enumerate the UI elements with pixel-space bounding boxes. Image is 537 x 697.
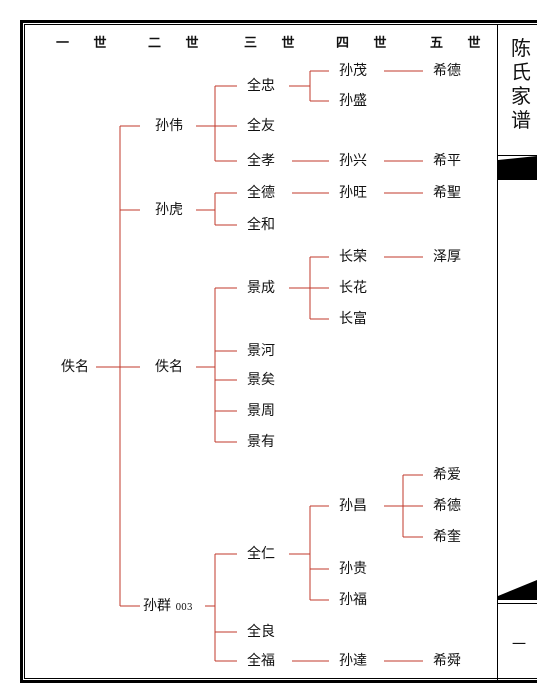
person-node[interactable]: 景周	[247, 403, 275, 419]
person-node[interactable]: 泽厚	[433, 249, 461, 265]
lineage-lines	[96, 70, 537, 662]
person-node[interactable]: 全忠	[247, 78, 275, 94]
person-name: 孙群	[143, 598, 171, 614]
person-node[interactable]: 孙旺	[339, 185, 367, 201]
person-node[interactable]: 孙盛	[339, 93, 367, 109]
generation-header-5: 五 世	[430, 36, 491, 51]
person-node[interactable]: 希爱	[433, 467, 461, 483]
person-node[interactable]: 景河	[247, 343, 275, 359]
person-node[interactable]: 孙達	[339, 653, 367, 669]
upper-black-wedge	[498, 156, 537, 180]
person-node[interactable]: 孙兴	[339, 153, 367, 169]
person-node[interactable]: 孙群 003	[143, 598, 193, 616]
person-node[interactable]: 希德	[433, 63, 461, 79]
person-node[interactable]: 长荣	[339, 249, 367, 265]
person-node[interactable]: 希奎	[433, 529, 461, 545]
generation-header-4: 四 世	[336, 36, 397, 51]
page-mark: 一	[512, 637, 526, 653]
person-node[interactable]: 全友	[247, 118, 275, 134]
person-node[interactable]: 长花	[339, 280, 367, 296]
person-node[interactable]: 佚名	[155, 359, 183, 375]
person-number: 003	[175, 603, 193, 613]
generation-header-2: 二 世	[148, 36, 209, 51]
genealogy-page: 一 世 二 世 三 世 四 世 五 世 佚名 孙伟 孙虎 佚名 孙群 003 全…	[20, 20, 537, 686]
person-node[interactable]: 希平	[433, 153, 461, 169]
title-separator	[497, 24, 498, 680]
person-node[interactable]: 孙贵	[339, 561, 367, 577]
lower-black-wedge	[498, 580, 537, 600]
person-node[interactable]: 全仁	[247, 546, 275, 562]
person-node[interactable]: 希德	[433, 498, 461, 514]
person-node[interactable]: 佚名	[61, 359, 89, 375]
person-node[interactable]: 全孝	[247, 153, 275, 169]
genealogy-title: 陈氏家谱	[511, 36, 531, 132]
person-node[interactable]: 孙伟	[155, 118, 183, 134]
person-node[interactable]: 景矣	[247, 372, 275, 388]
person-node[interactable]: 孙茂	[339, 63, 367, 79]
page-inner-border	[24, 24, 537, 679]
person-node[interactable]: 孙虎	[155, 202, 183, 218]
person-node[interactable]: 全和	[247, 217, 275, 233]
person-node[interactable]: 长富	[339, 311, 367, 327]
person-node[interactable]: 希舜	[433, 653, 461, 669]
generation-header-3: 三 世	[244, 36, 305, 51]
title-rule-bottom	[497, 603, 537, 604]
person-node[interactable]: 全德	[247, 185, 275, 201]
person-node[interactable]: 全福	[247, 653, 275, 669]
title-rule-top	[497, 155, 537, 156]
person-node[interactable]: 景有	[247, 434, 275, 450]
page-outer-border	[20, 20, 537, 683]
person-node[interactable]: 孙昌	[339, 498, 367, 514]
person-node[interactable]: 景成	[247, 280, 275, 296]
person-node[interactable]: 全良	[247, 624, 275, 640]
person-node[interactable]: 希聖	[433, 185, 461, 201]
person-node[interactable]: 孙福	[339, 592, 367, 608]
generation-header-1: 一 世	[56, 36, 117, 51]
